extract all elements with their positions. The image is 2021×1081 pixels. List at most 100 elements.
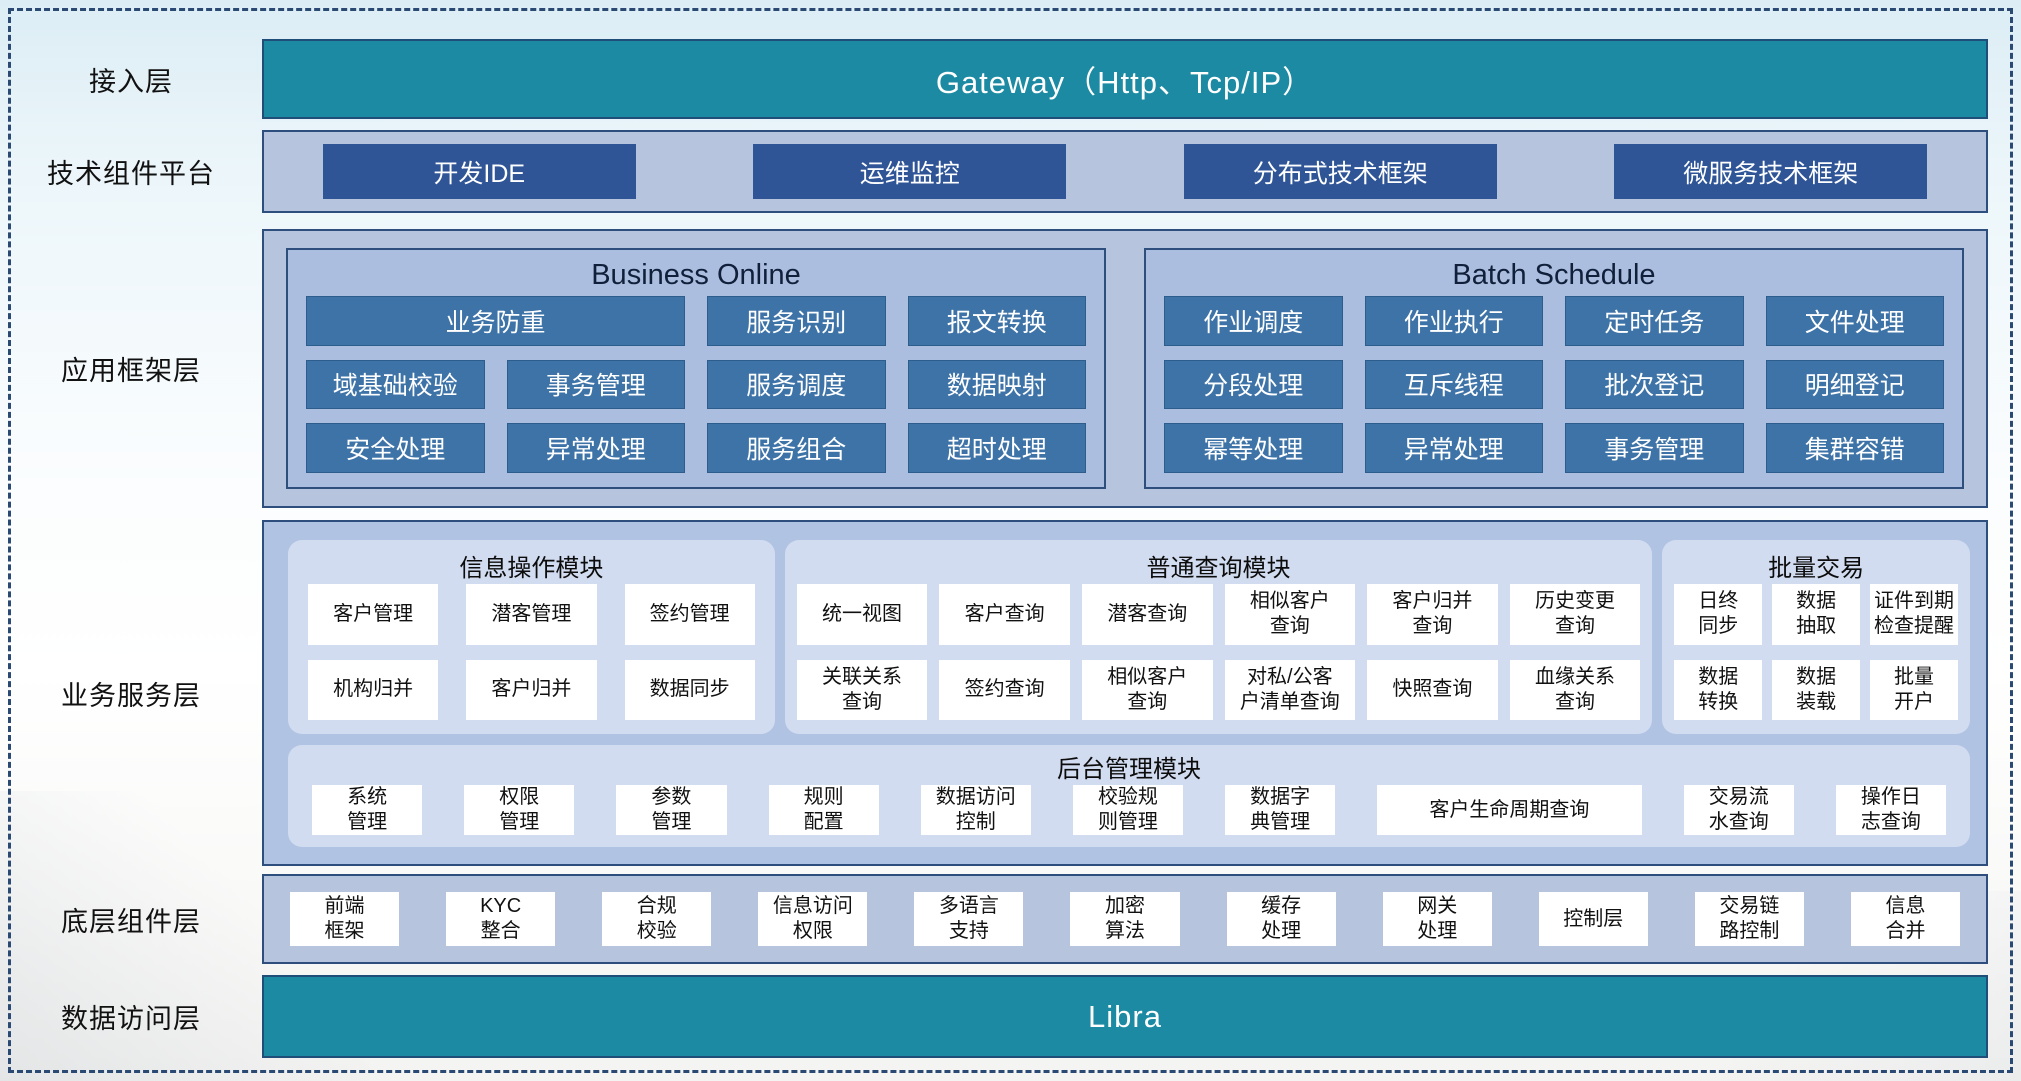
base-block: 控制层 [1538,892,1648,946]
service-block: 签约管理 [624,584,755,645]
module-title: 信息操作模块 [459,554,604,582]
service-block: 权限 管理 [464,785,575,835]
service-modules-row: 信息操作模块 客户管理 潜客管理 签约管理 机构归并 客户归并 数据同步 [288,540,1970,734]
service-block: 客户归并 查询 [1367,584,1498,645]
module-title: 批量交易 [1768,554,1865,582]
base-block: KYC 整合 [446,892,556,946]
service-block: 数据字 典管理 [1225,785,1336,835]
fw-block: 作业调度 [1164,296,1343,346]
fw-block: 服务识别 [707,296,886,346]
service-block: 统一视图 [796,584,928,645]
base-block: 缓存 处理 [1226,892,1336,946]
fw-block: 超时处理 [907,423,1086,473]
service-block: 参数 管理 [616,785,727,835]
layer-data-access: 数据访问层 Libra [0,975,2021,1058]
service-block: 相似客户 查询 [1224,584,1356,645]
fw-block: 分段处理 [1164,359,1343,410]
module-grid: 日终 同步 数据 抽取 证件到期 检查提醒 数据 转换 数据 装载 批量 开户 [1674,584,1958,720]
business-online-grid: 业务防重 服务识别 报文转换 域基础校验 事务管理 服务调度 数据映射 安全处理… [306,296,1086,473]
layer-access: 接入层 Gateway（Http、Tcp/IP） [0,39,2021,119]
service-block: 批量 开户 [1870,659,1958,720]
fw-block: 服务调度 [707,359,886,410]
service-block: 潜客查询 [1081,584,1213,645]
fw-block: 互斥线程 [1364,359,1543,410]
fw-block: 异常处理 [1364,423,1543,473]
fw-block: 报文转换 [907,296,1086,346]
module-title: 普通查询模块 [1146,554,1291,582]
app-framework-panel: Business Online 业务防重 服务识别 报文转换 域基础校验 事务管… [262,229,1988,508]
service-block: 数据 转换 [1674,659,1763,720]
business-online-title: Business Online [591,258,801,291]
tech-platform-panel: 开发IDE 运维监控 分布式技术框架 微服务技术框架 [262,130,1988,213]
base-block: 信息 合并 [1850,892,1961,946]
fw-block: 事务管理 [1565,423,1744,473]
service-block: 校验规 则管理 [1072,785,1184,835]
base-components-panel: 前端 框架 KYC 整合 合规 校验 信息访问 权限 多语言 支持 加密 算法 … [262,874,1988,964]
layer-base-components: 底层组件层 前端 框架 KYC 整合 合规 校验 信息访问 权限 多语言 支持 … [0,874,2021,964]
base-block: 多语言 支持 [914,892,1024,946]
layer-business-service: 业务服务层 信息操作模块 客户管理 潜客管理 签约管理 机构归并 客户归并 [0,520,2021,866]
service-block: 对私/公客 户清单查询 [1224,659,1356,720]
fw-block: 安全处理 [306,423,485,473]
layer-tech-platform: 技术组件平台 开发IDE 运维监控 分布式技术框架 微服务技术框架 [0,130,2021,213]
service-block: 客户归并 [466,659,597,720]
service-block: 关联关系 查询 [796,659,928,720]
fw-block: 事务管理 [506,359,685,410]
base-block: 前端 框架 [290,892,400,946]
fw-block: 作业执行 [1364,296,1543,346]
module-grid: 客户管理 潜客管理 签约管理 机构归并 客户归并 数据同步 [308,584,755,720]
fw-block: 集群容错 [1765,423,1944,473]
fw-block: 幂等处理 [1164,423,1343,473]
fw-block: 业务防重 [306,296,685,346]
fw-block: 服务组合 [707,423,886,473]
layer-label-tech-platform: 技术组件平台 [47,159,215,189]
service-block: 血缘关系 查询 [1509,659,1641,720]
service-block: 操作日 志查询 [1835,785,1946,835]
tech-item-distributed-framework: 分布式技术框架 [1183,144,1497,199]
fw-block: 批次登记 [1565,359,1744,410]
fw-block: 定时任务 [1565,296,1744,346]
service-block: 证件到期 检查提醒 [1870,584,1958,645]
base-block: 网关 处理 [1382,892,1492,946]
module-common-query: 普通查询模块 统一视图 客户查询 潜客查询 相似客户 查询 客户归并 查询 历史… [784,540,1653,734]
base-block: 合规 校验 [602,892,712,946]
module-backoffice-admin: 后台管理模块 系统 管理 权限 管理 参数 管理 规则 配置 数据访问 控制 校… [288,745,1970,847]
service-block: 历史变更 查询 [1509,584,1641,645]
layer-label-app-framework: 应用框架层 [61,356,201,386]
service-block: 客户管理 [308,584,439,645]
service-block: 数据 装载 [1772,659,1861,720]
batch-schedule-title: Batch Schedule [1452,258,1656,291]
layer-app-framework: 应用框架层 Business Online 业务防重 服务识别 报文转换 域基础… [0,229,2021,508]
tech-item-microservice-framework: 微服务技术框架 [1614,144,1928,199]
service-block: 数据 抽取 [1772,584,1861,645]
fw-block: 域基础校验 [306,359,485,410]
fw-block: 异常处理 [506,423,685,473]
libra-bar: Libra [262,975,1988,1058]
layer-label-access: 接入层 [89,66,173,97]
service-block: 交易流 水查询 [1683,785,1794,835]
base-block: 交易链 路控制 [1694,892,1804,946]
fw-block: 明细登记 [1765,359,1944,410]
module-grid: 统一视图 客户查询 潜客查询 相似客户 查询 客户归并 查询 历史变更 查询 关… [796,584,1641,720]
service-block: 客户生命周期查询 [1377,785,1642,835]
service-block: 签约查询 [939,659,1070,720]
module-info-operation: 信息操作模块 客户管理 潜客管理 签约管理 机构归并 客户归并 数据同步 [288,540,775,734]
service-block: 日终 同步 [1674,584,1763,645]
fw-block: 文件处理 [1765,296,1944,346]
batch-schedule-group: Batch Schedule 作业调度 作业执行 定时任务 文件处理 分段处理 … [1144,248,1964,489]
module-batch-trade: 批量交易 日终 同步 数据 抽取 证件到期 检查提醒 数据 转换 数据 装载 批… [1662,540,1970,734]
layer-label-base-components: 底层组件层 [61,906,201,937]
service-block: 数据访问 控制 [920,785,1031,835]
admin-grid: 系统 管理 权限 管理 参数 管理 规则 配置 数据访问 控制 校验规 则管理 … [312,785,1946,835]
service-block: 潜客管理 [466,584,597,645]
service-block: 机构归并 [308,659,439,720]
service-block: 相似客户 查询 [1081,659,1213,720]
gateway-bar: Gateway（Http、Tcp/IP） [262,39,1988,119]
service-block: 规则 配置 [768,785,879,835]
service-block: 系统 管理 [312,785,423,835]
service-block: 数据同步 [624,659,755,720]
batch-schedule-grid: 作业调度 作业执行 定时任务 文件处理 分段处理 互斥线程 批次登记 明细登记 … [1164,296,1944,473]
base-block: 加密 算法 [1070,892,1180,946]
